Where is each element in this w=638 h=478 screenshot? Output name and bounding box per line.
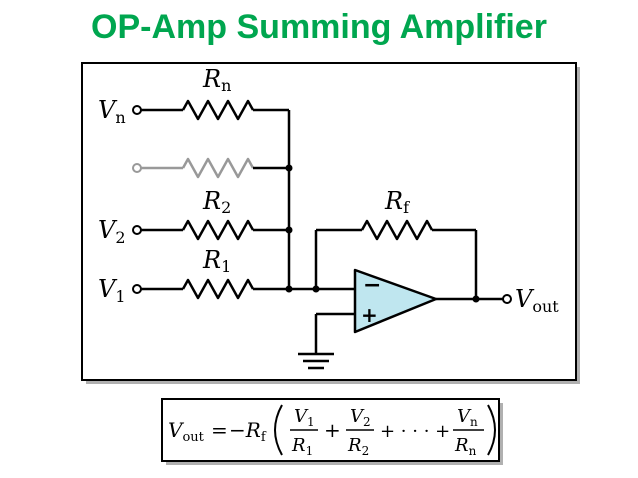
faded-branch	[141, 157, 289, 179]
resistor-rn	[181, 99, 255, 121]
terminal-vout	[502, 294, 512, 304]
junction-dot	[285, 164, 293, 172]
formula-tn-den: Rn	[454, 435, 477, 458]
junction-dot	[285, 285, 293, 293]
junction-dot	[472, 295, 480, 303]
label-rf: Rf	[384, 187, 410, 217]
op-amp	[353, 268, 438, 334]
label-vn: Vn	[98, 96, 126, 127]
page-title: OP-Amp Summing Amplifier	[91, 8, 547, 46]
formula-t2-num: V2	[350, 406, 371, 429]
formula-tn-num: Vn	[457, 406, 478, 429]
formula-t2-den: R2	[347, 435, 369, 458]
label-rn: Rn	[202, 65, 231, 95]
junction-dot	[285, 226, 293, 234]
formula-right-paren	[487, 404, 496, 456]
resistor-r1	[181, 278, 255, 300]
resistor-r2	[181, 219, 255, 241]
noninverting-sign: +	[361, 303, 378, 327]
label-v1: V1	[98, 275, 126, 306]
formula-t1-num: V1	[294, 406, 315, 429]
formula-box	[161, 398, 500, 462]
inverting-sign: −	[363, 273, 381, 298]
formula-left-paren	[274, 404, 283, 456]
formula-plus: +	[324, 418, 341, 442]
label-vout: Vout	[515, 285, 559, 316]
formula-lhs: Vout	[168, 418, 205, 445]
formula-t1-den: R1	[291, 435, 313, 458]
formula-dots: + · · · +	[380, 421, 450, 442]
junction-dot	[312, 285, 320, 293]
terminal-vn	[132, 105, 142, 115]
terminal-faded	[132, 163, 142, 173]
label-r2: R2	[202, 187, 231, 217]
formula: Vout = −Rf V1 R1 + V2 R2 + · · · + Vn Rn	[168, 404, 496, 458]
formula-equals: =	[211, 418, 228, 442]
formula-neg-rf: −Rf	[229, 418, 267, 445]
label-v2: V2	[98, 216, 126, 247]
label-r1: R1	[202, 246, 231, 276]
resistor-rf	[360, 219, 434, 241]
terminal-v1	[132, 284, 142, 294]
circuit-frame	[81, 62, 577, 381]
terminal-v2	[132, 225, 142, 235]
